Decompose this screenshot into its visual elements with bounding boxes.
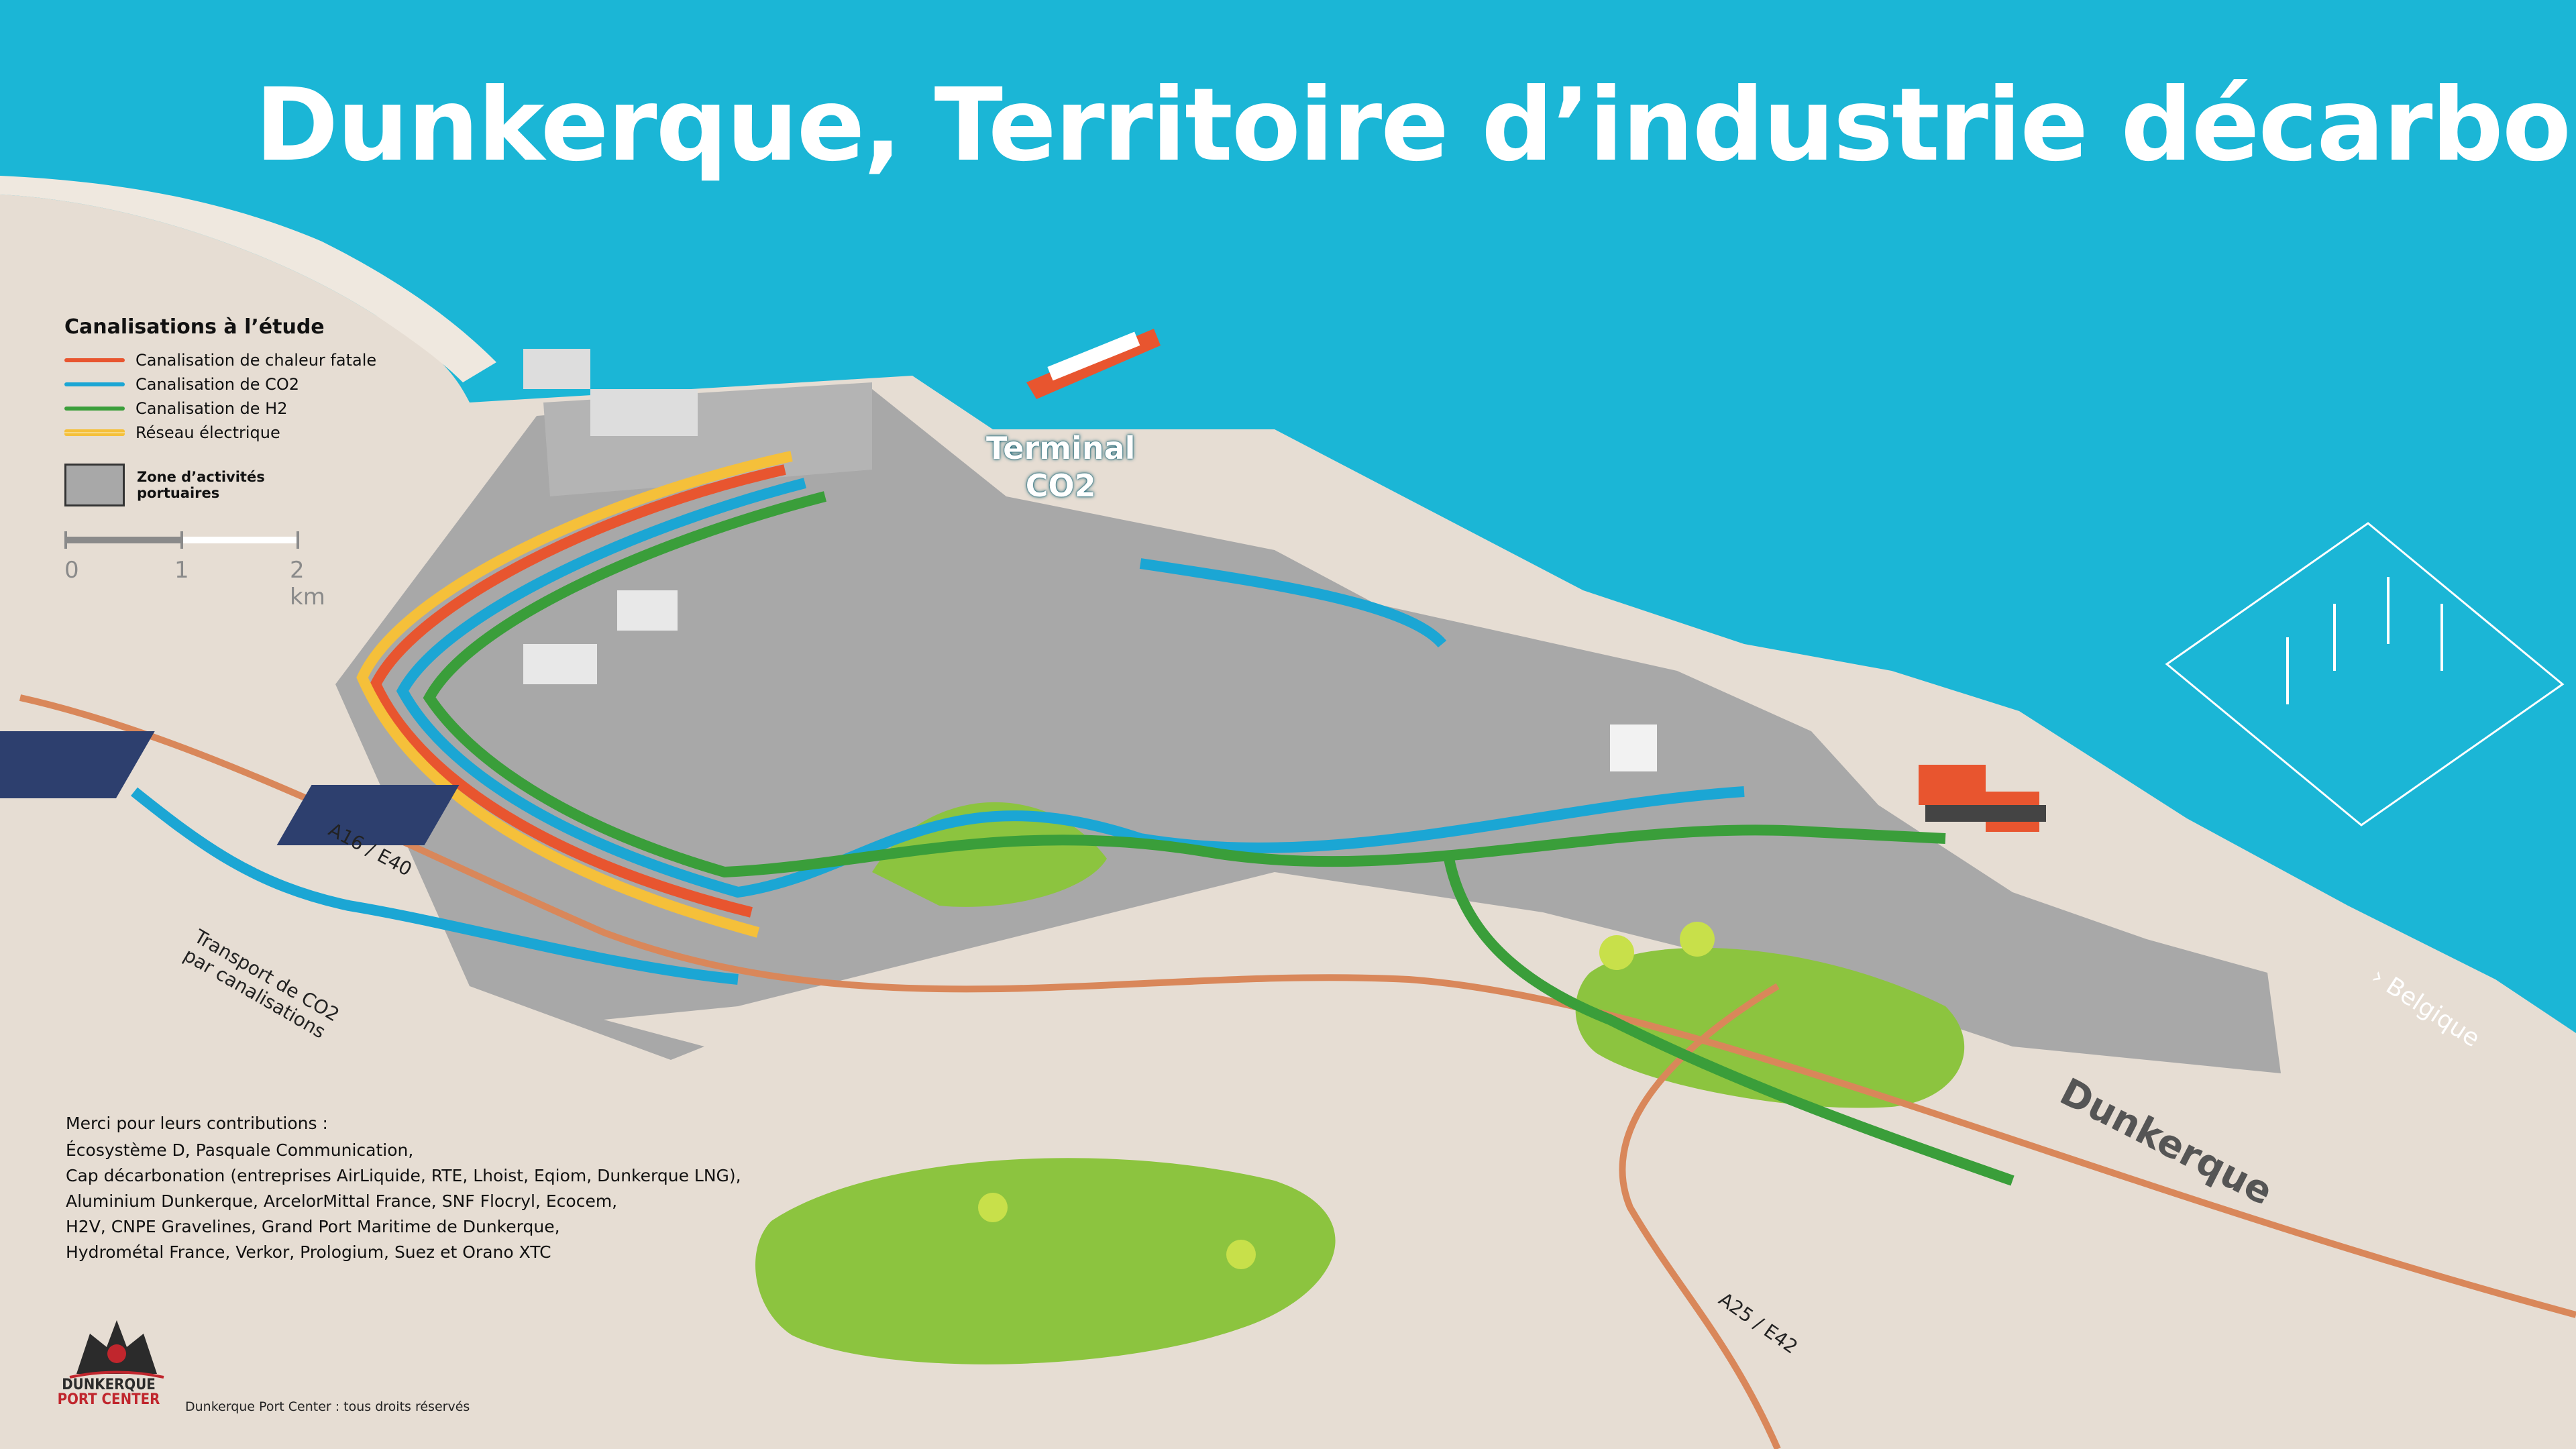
green-area-south <box>755 1158 1336 1364</box>
solar-farm <box>276 785 460 845</box>
warehouse <box>617 590 678 631</box>
copyright: Dunkerque Port Center : tous droits rése… <box>185 1399 470 1414</box>
scale-label-2: 2 km <box>290 557 325 610</box>
pipe-electric <box>356 451 793 938</box>
legend-label-port-zone-2: portuaires <box>137 485 220 501</box>
page-title: Dunkerque, Territoire d’industrie décarb… <box>255 67 2576 184</box>
legend-swatch-heat <box>64 358 125 362</box>
pipe-co2 <box>396 478 1745 898</box>
tree <box>1599 935 1634 970</box>
pipe-h2-east <box>1444 857 2015 1186</box>
terminal-co2-label: Terminal CO2 <box>986 429 1135 504</box>
warehouse <box>523 349 590 389</box>
legend-item-port-zone: Zone d’activités portuaires <box>64 464 480 506</box>
port-zone <box>335 389 2281 1073</box>
legend-label-heat: Canalisation de chaleur fatale <box>136 351 377 370</box>
tree <box>978 1193 1008 1222</box>
legend-title: Canalisations à l’étude <box>64 315 325 339</box>
credits-line: Cap décarbonation (entreprises AirLiquid… <box>66 1166 741 1185</box>
credits-line: Aluminium Dunkerque, ArcelorMittal Franc… <box>66 1191 618 1211</box>
legend-item-co2: Canalisation de CO2 <box>64 372 480 396</box>
credits-line: H2V, CNPE Gravelines, Grand Port Maritim… <box>66 1217 560 1236</box>
legend-item-electric: Réseau électrique <box>64 421 480 445</box>
warehouse <box>590 389 698 436</box>
industrial-unit <box>1610 724 1657 771</box>
legend: Canalisations à l’étude Canalisation de … <box>64 315 480 506</box>
tree <box>1226 1240 1256 1269</box>
legend-swatch-h2 <box>64 407 125 411</box>
dunkerque-port-center-logo <box>69 1320 164 1379</box>
offshore-wind-farm <box>2165 522 2565 826</box>
industrial-unit <box>1919 765 1986 805</box>
legend-label-electric: Réseau électrique <box>136 423 280 442</box>
credits-line: Hydrométal France, Verkor, Prologium, Su… <box>66 1242 551 1262</box>
credits-line: Écosystème D, Pasquale Communication, <box>66 1140 414 1160</box>
pipe-co2-transport <box>131 787 739 985</box>
pipe-heat <box>370 464 786 918</box>
legend-swatch-co2 <box>64 382 125 386</box>
solar-farm <box>0 731 155 798</box>
logo-line2: PORT CENTER <box>57 1391 160 1408</box>
credits: Merci pour leurs contributions : Écosyst… <box>66 1111 951 1265</box>
pipe-co2-terminal <box>1139 558 1447 648</box>
road-a25 <box>1619 983 1781 1449</box>
logo-text: DUNKERQUE PORT CENTER <box>56 1378 161 1407</box>
logo-line1: DUNKERQUE <box>62 1377 156 1393</box>
industrial-unit <box>1925 805 2046 822</box>
legend-item-h2: Canalisation de H2 <box>64 396 480 421</box>
warehouse <box>523 644 597 684</box>
scale-label-0: 0 <box>64 557 79 584</box>
legend-swatch-port-zone <box>64 464 125 506</box>
coast-strip <box>0 176 496 382</box>
terminal-label-line2: CO2 <box>1025 468 1096 504</box>
legend-label-h2: Canalisation de H2 <box>136 399 288 418</box>
legend-label-co2: Canalisation de CO2 <box>136 375 300 394</box>
scale-bar-graphic <box>64 531 299 549</box>
ship-deck <box>1047 331 1140 381</box>
credits-heading: Merci pour leurs contributions : <box>66 1114 328 1133</box>
scale-bar: 0 1 2 km <box>64 531 325 610</box>
tree <box>1680 922 1715 957</box>
scale-label-1: 1 <box>174 557 189 584</box>
pipe-h2 <box>423 491 1946 878</box>
legend-item-heat: Canalisation de chaleur fatale <box>64 348 480 372</box>
legend-label-port-zone-1: Zone d’activités <box>137 469 265 485</box>
terminal-label-line1: Terminal <box>986 430 1136 466</box>
legend-swatch-electric <box>64 429 125 436</box>
